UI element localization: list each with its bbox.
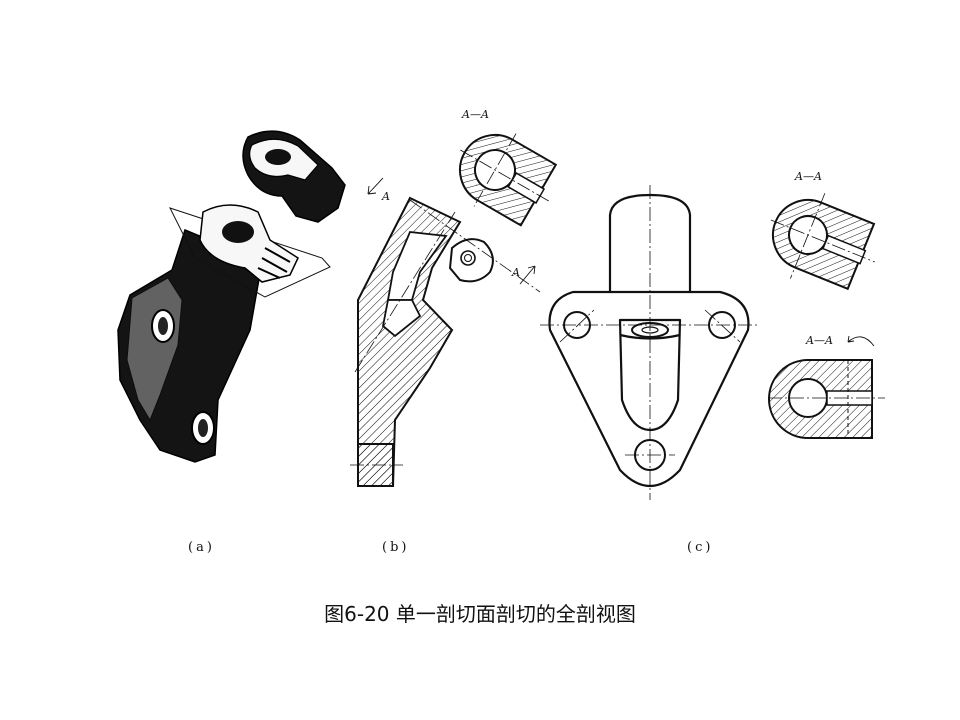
panel-c-views: A—A A—A bbox=[540, 170, 885, 500]
bracket-body bbox=[117, 228, 263, 463]
panel-label-c: (c) bbox=[687, 540, 713, 555]
b-lug-hole bbox=[460, 250, 476, 266]
c-section-rotated bbox=[770, 193, 876, 291]
c-section-aligned bbox=[768, 359, 885, 439]
figure-caption: 图6-20 单一剖切面剖切的全剖视图 bbox=[324, 602, 636, 626]
panel-label-a: (a) bbox=[188, 540, 215, 555]
b-removed-section bbox=[459, 133, 558, 227]
panel-a-pictorial bbox=[117, 130, 346, 463]
b-section-title: A—A bbox=[461, 108, 489, 121]
b-arrow-bottom-label: A bbox=[511, 266, 520, 279]
b-main-section bbox=[357, 196, 462, 487]
panel-label-b: (b) bbox=[382, 540, 409, 555]
b-arrow-top-label: A bbox=[381, 190, 390, 203]
c-section-title-2: A—A bbox=[805, 334, 833, 347]
c-section-title-1: A—A bbox=[794, 170, 822, 183]
c-base-plate bbox=[548, 290, 750, 487]
cut-section-face bbox=[199, 204, 299, 283]
cutting-plane bbox=[169, 207, 331, 298]
panel-b-section: A A A—A bbox=[350, 108, 558, 487]
